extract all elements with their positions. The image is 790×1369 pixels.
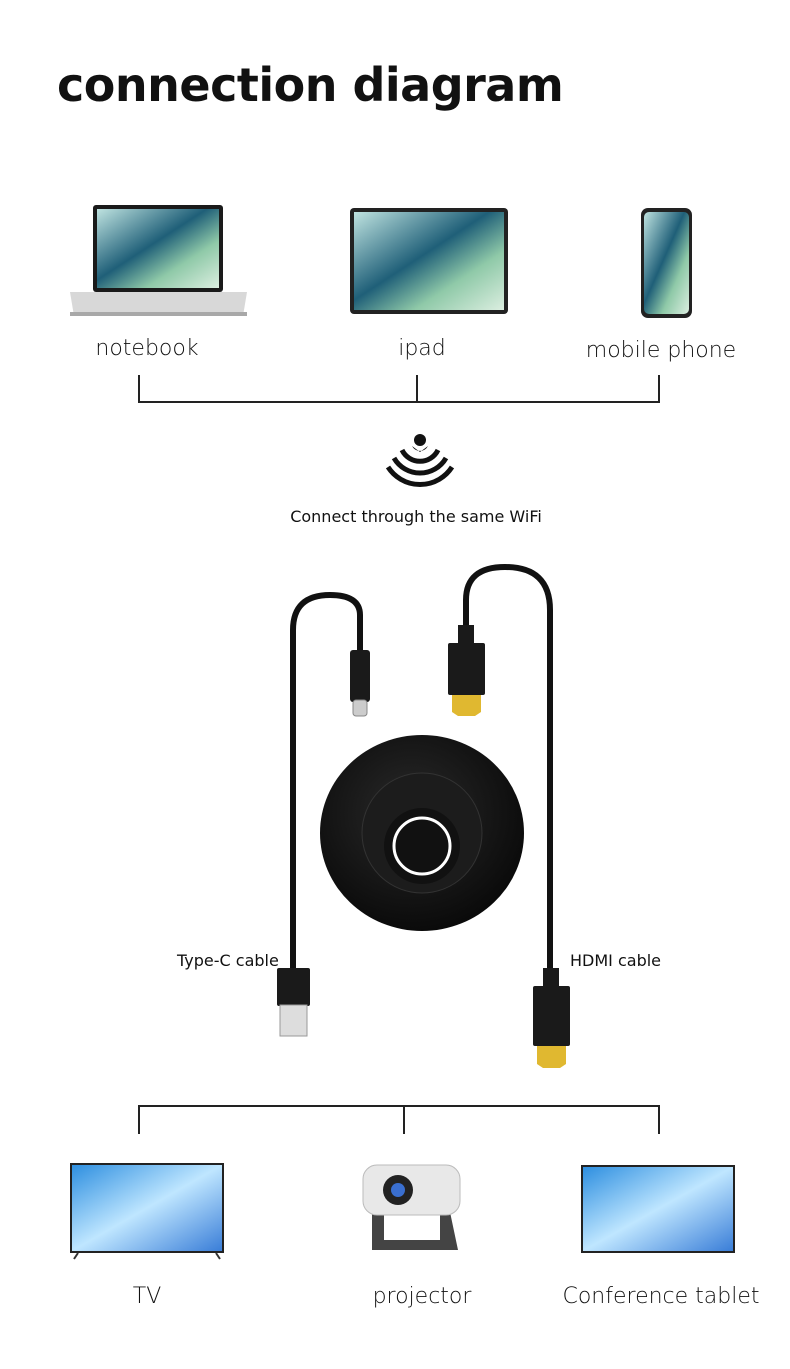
hdmi-cable-image: [448, 563, 570, 1068]
ipad-image: [350, 208, 508, 314]
top-connector-lines: [138, 375, 660, 403]
tv-image: [70, 1163, 224, 1260]
typec-cable-label: Type-C cable: [177, 951, 279, 970]
hdmi-cable-label: HDMI cable: [570, 951, 662, 970]
wifi-caption: Connect through the same WiFi: [290, 507, 542, 526]
label-conference-tablet: Conference tablet: [562, 1284, 760, 1309]
label-projector: projector: [372, 1284, 472, 1309]
page-title: connection diagram: [57, 58, 564, 112]
mobile-phone-image: [641, 208, 692, 318]
notebook-image: [70, 205, 247, 316]
label-tv: TV: [132, 1284, 162, 1309]
conference-tablet-image: [581, 1165, 735, 1253]
wifi-icon: [385, 434, 455, 487]
screen-mirroring-device-image: [320, 735, 524, 931]
label-ipad: ipad: [398, 336, 446, 361]
bottom-connector-lines: [138, 1105, 660, 1134]
projector-image: [362, 1164, 461, 1250]
label-notebook: notebook: [95, 336, 199, 361]
typec-cable-image: [277, 591, 370, 1037]
label-mobile-phone: mobile phone: [585, 338, 737, 363]
